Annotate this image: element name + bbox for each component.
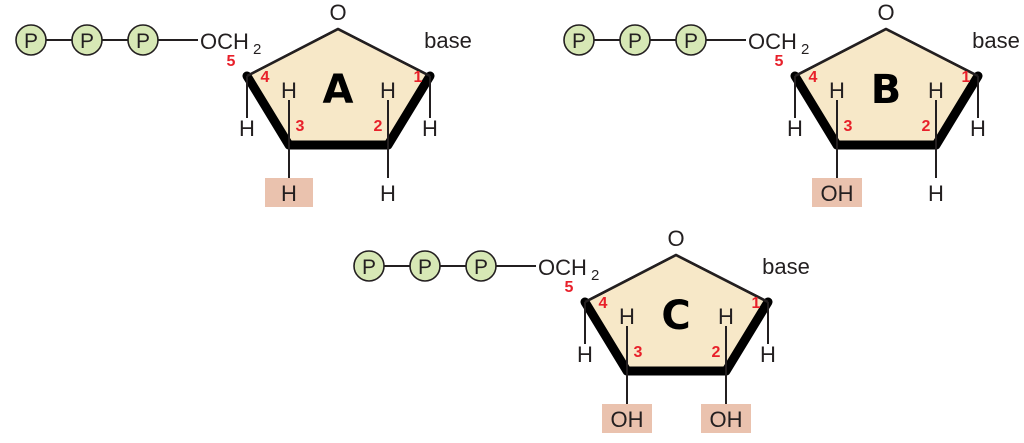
sugar-ring-front-edge bbox=[242, 71, 435, 150]
c3-highlight-box bbox=[265, 178, 313, 207]
c1-hydrogen-label: H bbox=[970, 116, 986, 141]
c3-hydrogen-label: H bbox=[829, 78, 845, 103]
c3-substituent-label: H bbox=[281, 181, 297, 206]
c2-hydrogen-label: H bbox=[380, 78, 396, 103]
carbon-number-2: 2 bbox=[922, 118, 931, 135]
base-label: base bbox=[424, 28, 472, 53]
och2-label: OCH bbox=[748, 29, 797, 54]
molecule-letter-c: C bbox=[661, 293, 690, 339]
sugar-ring-back-edge bbox=[794, 27, 979, 78]
c2-hydrogen-label: H bbox=[928, 78, 944, 103]
c2-substituent-label: OH bbox=[710, 407, 743, 432]
och2-subscript: 2 bbox=[801, 41, 809, 58]
c4-hydrogen-label: H bbox=[239, 116, 255, 141]
c3-substituent-label: OH bbox=[611, 407, 644, 432]
c3-hydrogen-label: H bbox=[619, 304, 635, 329]
och2-label: OCH bbox=[200, 29, 249, 54]
phosphate-circle bbox=[127, 24, 159, 56]
phosphate-circle bbox=[675, 24, 707, 56]
phosphate-label: P bbox=[418, 256, 432, 279]
phosphate-label: P bbox=[136, 30, 150, 53]
phosphate-label: P bbox=[80, 30, 94, 53]
carbon-number-5: 5 bbox=[227, 53, 236, 70]
carbon-number-3: 3 bbox=[296, 118, 305, 135]
c3-substituent-label: OH bbox=[821, 181, 854, 206]
och2-subscript: 2 bbox=[253, 41, 261, 58]
c3-highlight-box bbox=[602, 404, 652, 433]
ring-oxygen-label: O bbox=[667, 226, 684, 251]
sugar-ring-back-edge bbox=[584, 253, 769, 304]
och2-subscript: 2 bbox=[591, 267, 599, 284]
phosphate-circle bbox=[71, 24, 103, 56]
carbon-number-3: 3 bbox=[634, 344, 643, 361]
carbon-number-5: 5 bbox=[565, 279, 574, 296]
phosphate-label: P bbox=[628, 30, 642, 53]
carbon-number-4: 4 bbox=[599, 295, 608, 312]
base-label: base bbox=[972, 28, 1020, 53]
phosphate-label: P bbox=[572, 30, 586, 53]
c4-hydrogen-label: H bbox=[787, 116, 803, 141]
carbon-number-4: 4 bbox=[809, 69, 818, 86]
carbon-number-4: 4 bbox=[261, 69, 270, 86]
carbon-number-1: 1 bbox=[752, 295, 761, 312]
carbon-number-5: 5 bbox=[775, 53, 784, 70]
c2-highlight-box bbox=[701, 404, 751, 433]
sugar-ring-front-edge bbox=[580, 297, 773, 376]
sugar-ring-back-edge bbox=[246, 27, 431, 78]
c2-hydrogen-label: H bbox=[718, 304, 734, 329]
c1-hydrogen-label: H bbox=[422, 116, 438, 141]
phosphate-circle bbox=[15, 24, 47, 56]
phosphate-label: P bbox=[362, 256, 376, 279]
c4-hydrogen-label: H bbox=[577, 342, 593, 367]
phosphate-circle bbox=[353, 250, 385, 282]
phosphate-label: P bbox=[474, 256, 488, 279]
och2-label: OCH bbox=[538, 255, 587, 280]
phosphate-label: P bbox=[24, 30, 38, 53]
carbon-number-2: 2 bbox=[712, 344, 721, 361]
c2-substituent-label: H bbox=[928, 181, 944, 206]
base-label: base bbox=[762, 254, 810, 279]
sugar-ring-front-edge bbox=[790, 71, 983, 150]
molecule-letter-a: A bbox=[323, 67, 354, 113]
carbon-number-1: 1 bbox=[414, 69, 423, 86]
c3-hydrogen-label: H bbox=[281, 78, 297, 103]
ring-oxygen-label: O bbox=[329, 0, 346, 25]
carbon-number-3: 3 bbox=[844, 118, 853, 135]
molecule-letter-b: B bbox=[871, 67, 902, 113]
c3-highlight-box bbox=[812, 178, 862, 207]
c1-hydrogen-label: H bbox=[760, 342, 776, 367]
phosphate-circle bbox=[465, 250, 497, 282]
phosphate-label: P bbox=[684, 30, 698, 53]
ring-oxygen-label: O bbox=[877, 0, 894, 25]
carbon-number-2: 2 bbox=[374, 118, 383, 135]
phosphate-circle bbox=[563, 24, 595, 56]
carbon-number-1: 1 bbox=[962, 69, 971, 86]
phosphate-circle bbox=[619, 24, 651, 56]
phosphate-circle bbox=[409, 250, 441, 282]
c2-substituent-label: H bbox=[380, 181, 396, 206]
